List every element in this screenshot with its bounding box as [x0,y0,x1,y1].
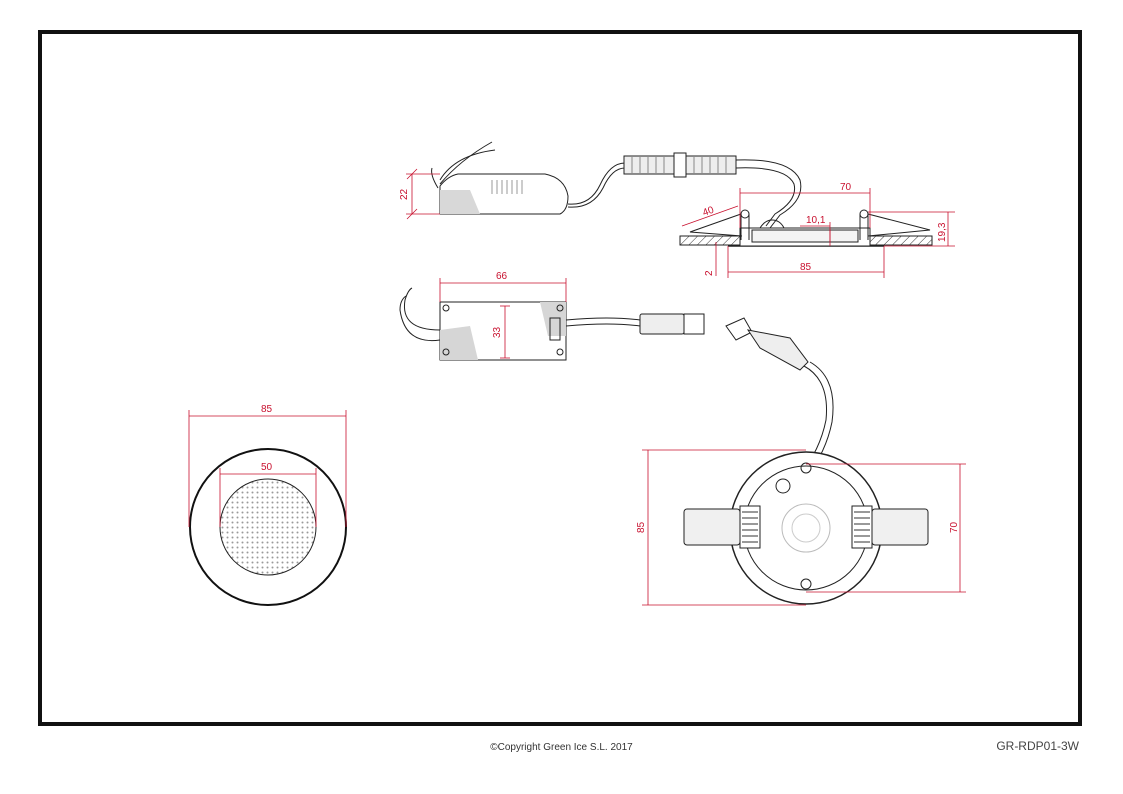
model-code: GR-RDP01-3W [996,739,1079,753]
dim-label-front-outer: 85 [261,404,273,415]
dim-label-body-diameter-side: 70 [840,182,852,193]
driver-side-view [431,141,626,215]
dim-front-view [188,410,347,527]
copyright-notice: ©Copyright Green Ice S.L. 2017 [490,742,633,753]
dim-label-lens-depth: 10,1 [806,215,826,226]
drawing-frame [38,30,1082,726]
dim-driver-height [406,168,440,220]
connector-top [623,152,802,229]
dim-label-ceiling-thickness: 2 [704,270,715,276]
connector-mid [639,313,834,479]
dim-driver-top [439,278,567,359]
dim-side-lines [681,188,955,278]
dim-label-driver-width: 33 [492,326,503,338]
dim-label-driver-height: 22 [399,188,410,200]
front-view [189,448,347,606]
dim-label-driver-length: 66 [496,271,508,282]
dim-label-bezel-diameter-side: 85 [800,262,812,273]
back-view [683,451,929,605]
dim-label-back-body: 70 [949,521,960,533]
dim-back-view [642,449,966,606]
downlight-side-view [679,209,933,247]
dim-label-front-lens: 50 [261,462,273,473]
dim-label-spring-length: 40 [701,205,716,219]
dim-label-back-outer: 85 [636,521,647,533]
driver-top-view [399,287,641,361]
dim-label-total-height: 19,3 [937,222,948,242]
